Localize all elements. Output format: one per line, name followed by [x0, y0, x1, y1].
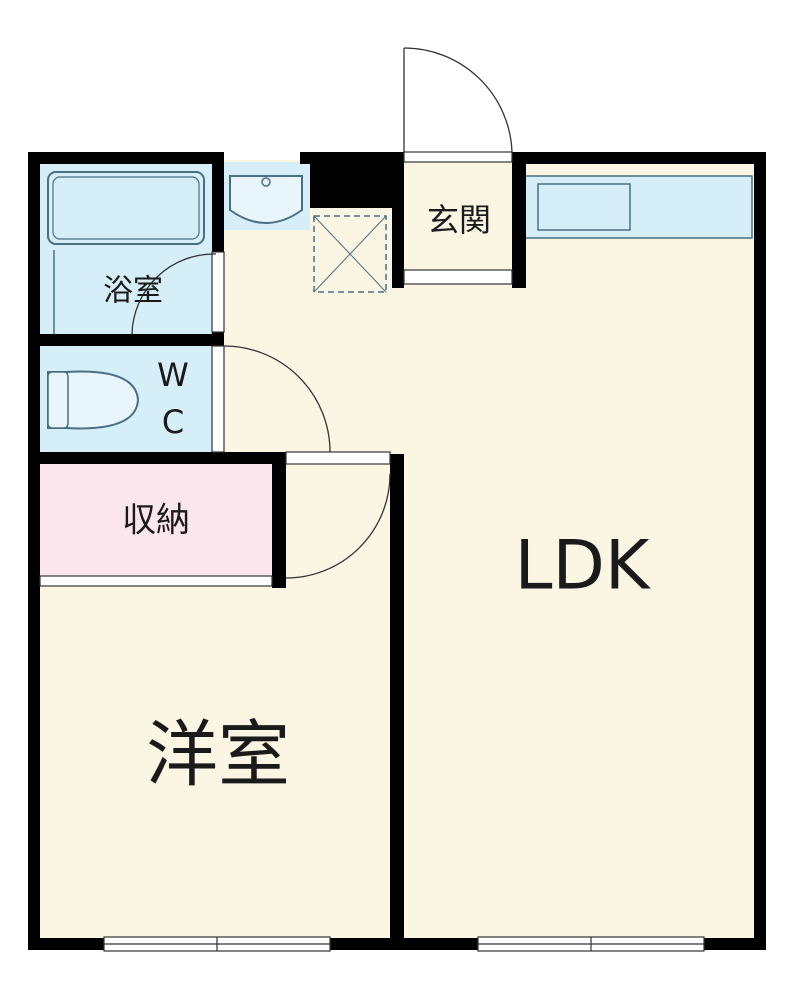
storage-label: 収納 [122, 501, 190, 541]
bathtub [47, 171, 205, 245]
wc-label-w: W [157, 356, 189, 394]
closet-area-floor [280, 462, 392, 582]
kitchen-sink [537, 183, 631, 231]
entrance-floor [402, 162, 516, 284]
entrance-label: 玄関 [427, 201, 491, 239]
wc-label-c: C [162, 403, 184, 441]
door-openings [39, 151, 513, 587]
toilet [47, 370, 140, 430]
bath-label: 浴室 [103, 274, 163, 309]
washer-pan [313, 215, 387, 293]
washer-pan-cross-2 [313, 215, 387, 293]
western-room-floor [38, 582, 392, 938]
toilet-tank [47, 371, 69, 429]
washbasin [229, 175, 303, 224]
windows [103, 936, 705, 952]
ldk-label: LDK [515, 527, 652, 606]
bathtub-inner [52, 176, 200, 240]
faucet-icon [261, 177, 271, 187]
door-swings [131, 47, 513, 579]
western-room-label: 洋室 [146, 713, 290, 797]
storage-floor [40, 464, 274, 578]
